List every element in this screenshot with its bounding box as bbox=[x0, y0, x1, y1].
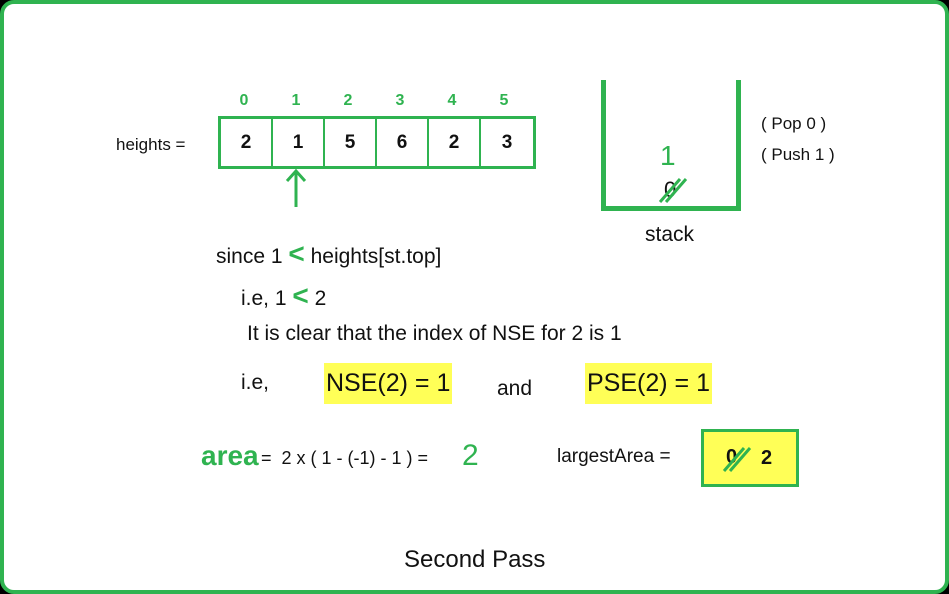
line1-prefix: since 1 bbox=[216, 245, 283, 268]
line4-prefix: i.e, bbox=[241, 371, 270, 394]
pointer-arrow-icon bbox=[285, 168, 307, 207]
heights-array: 2 1 5 6 2 3 bbox=[218, 116, 536, 169]
and-label: and bbox=[497, 377, 533, 400]
area-label: area bbox=[201, 440, 259, 471]
index-label: 2 bbox=[343, 92, 353, 109]
heights-label: heights = bbox=[116, 135, 186, 154]
stack-top-value: 1 bbox=[660, 140, 676, 171]
index-label: 0 bbox=[239, 92, 249, 109]
largest-new-value: 2 bbox=[761, 447, 773, 469]
stack-op: ( Push 1 ) bbox=[761, 145, 835, 164]
index-label: 5 bbox=[499, 92, 509, 109]
index-label: 3 bbox=[395, 92, 405, 109]
stack-label: stack bbox=[645, 223, 695, 246]
array-cell: 3 bbox=[501, 131, 513, 153]
less-than-symbol: < bbox=[292, 280, 309, 311]
index-label: 4 bbox=[447, 92, 457, 109]
largest-area-label: largestArea = bbox=[557, 446, 671, 467]
line2-prefix: i.e, 1 bbox=[241, 287, 287, 310]
explanation-line-3: It is clear that the index of NSE for 2 … bbox=[247, 322, 622, 345]
area-result: 2 bbox=[462, 439, 479, 472]
largest-area-box bbox=[701, 429, 799, 487]
explanation-line-2: i.e, 1 < 2 bbox=[241, 280, 326, 315]
nse-highlight: NSE(2) = 1 bbox=[324, 363, 453, 404]
array-cell: 1 bbox=[273, 119, 325, 166]
index-label: 1 bbox=[291, 92, 301, 109]
strike-through-icon bbox=[722, 447, 752, 472]
pse-highlight: PSE(2) = 1 bbox=[585, 363, 712, 404]
strike-through-icon bbox=[658, 178, 688, 203]
less-than-symbol: < bbox=[288, 238, 305, 269]
largest-old-value: 0 bbox=[726, 446, 738, 468]
line2-suffix: 2 bbox=[314, 287, 327, 310]
area-formula: = 2 x ( 1 - (-1) - 1 ) = bbox=[261, 448, 429, 468]
array-cell: 6 bbox=[377, 119, 429, 166]
line1-suffix: heights[st.top] bbox=[310, 245, 442, 268]
array-cell: 2 bbox=[429, 119, 481, 166]
explanation-line-1: since 1 < heights[st.top] bbox=[216, 238, 441, 273]
array-cell: 5 bbox=[325, 119, 377, 166]
stack-container bbox=[601, 80, 741, 211]
caption: Second Pass bbox=[404, 546, 546, 573]
array-cell: 2 bbox=[221, 119, 273, 166]
stack-op: ( Pop 0 ) bbox=[761, 114, 827, 133]
